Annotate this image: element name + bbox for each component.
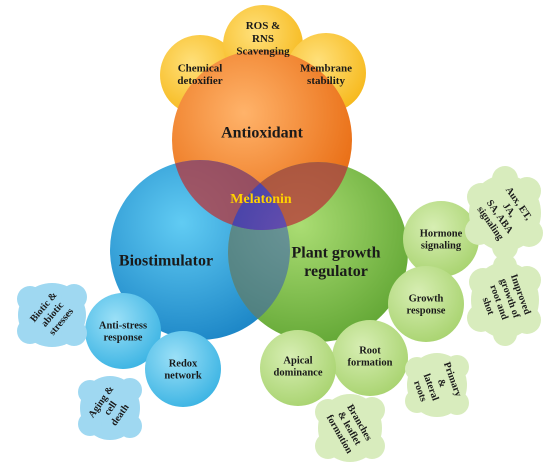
cloud-text-growth-response: Improvedgrowth ofroot andshot [475,273,532,328]
overlap-regions [172,160,352,340]
node-redox-network [145,331,221,407]
cloud-root-formation [405,353,469,417]
node-apical-dominance [260,330,336,406]
node-anti-stress-response [85,293,161,369]
cloud-hormone-signaling [465,166,543,260]
node-root-formation [332,320,408,396]
cloud-redox-network [78,376,142,440]
biostimulator-branches [85,293,221,407]
label-melatonin: Melatonin [230,192,292,207]
growth-branches [260,201,479,406]
clouds [17,166,543,462]
node-growth-response [388,266,464,342]
label-antioxidant: Antioxidant [221,125,303,142]
cloud-growth-response [467,254,541,346]
label-biostimulator: Biostimulator [119,253,213,270]
cloud-apical-dominance [315,394,385,462]
node-hormone-signaling [403,201,479,277]
cloud-anti-stress-response [17,283,87,347]
overlap-center [228,162,290,230]
